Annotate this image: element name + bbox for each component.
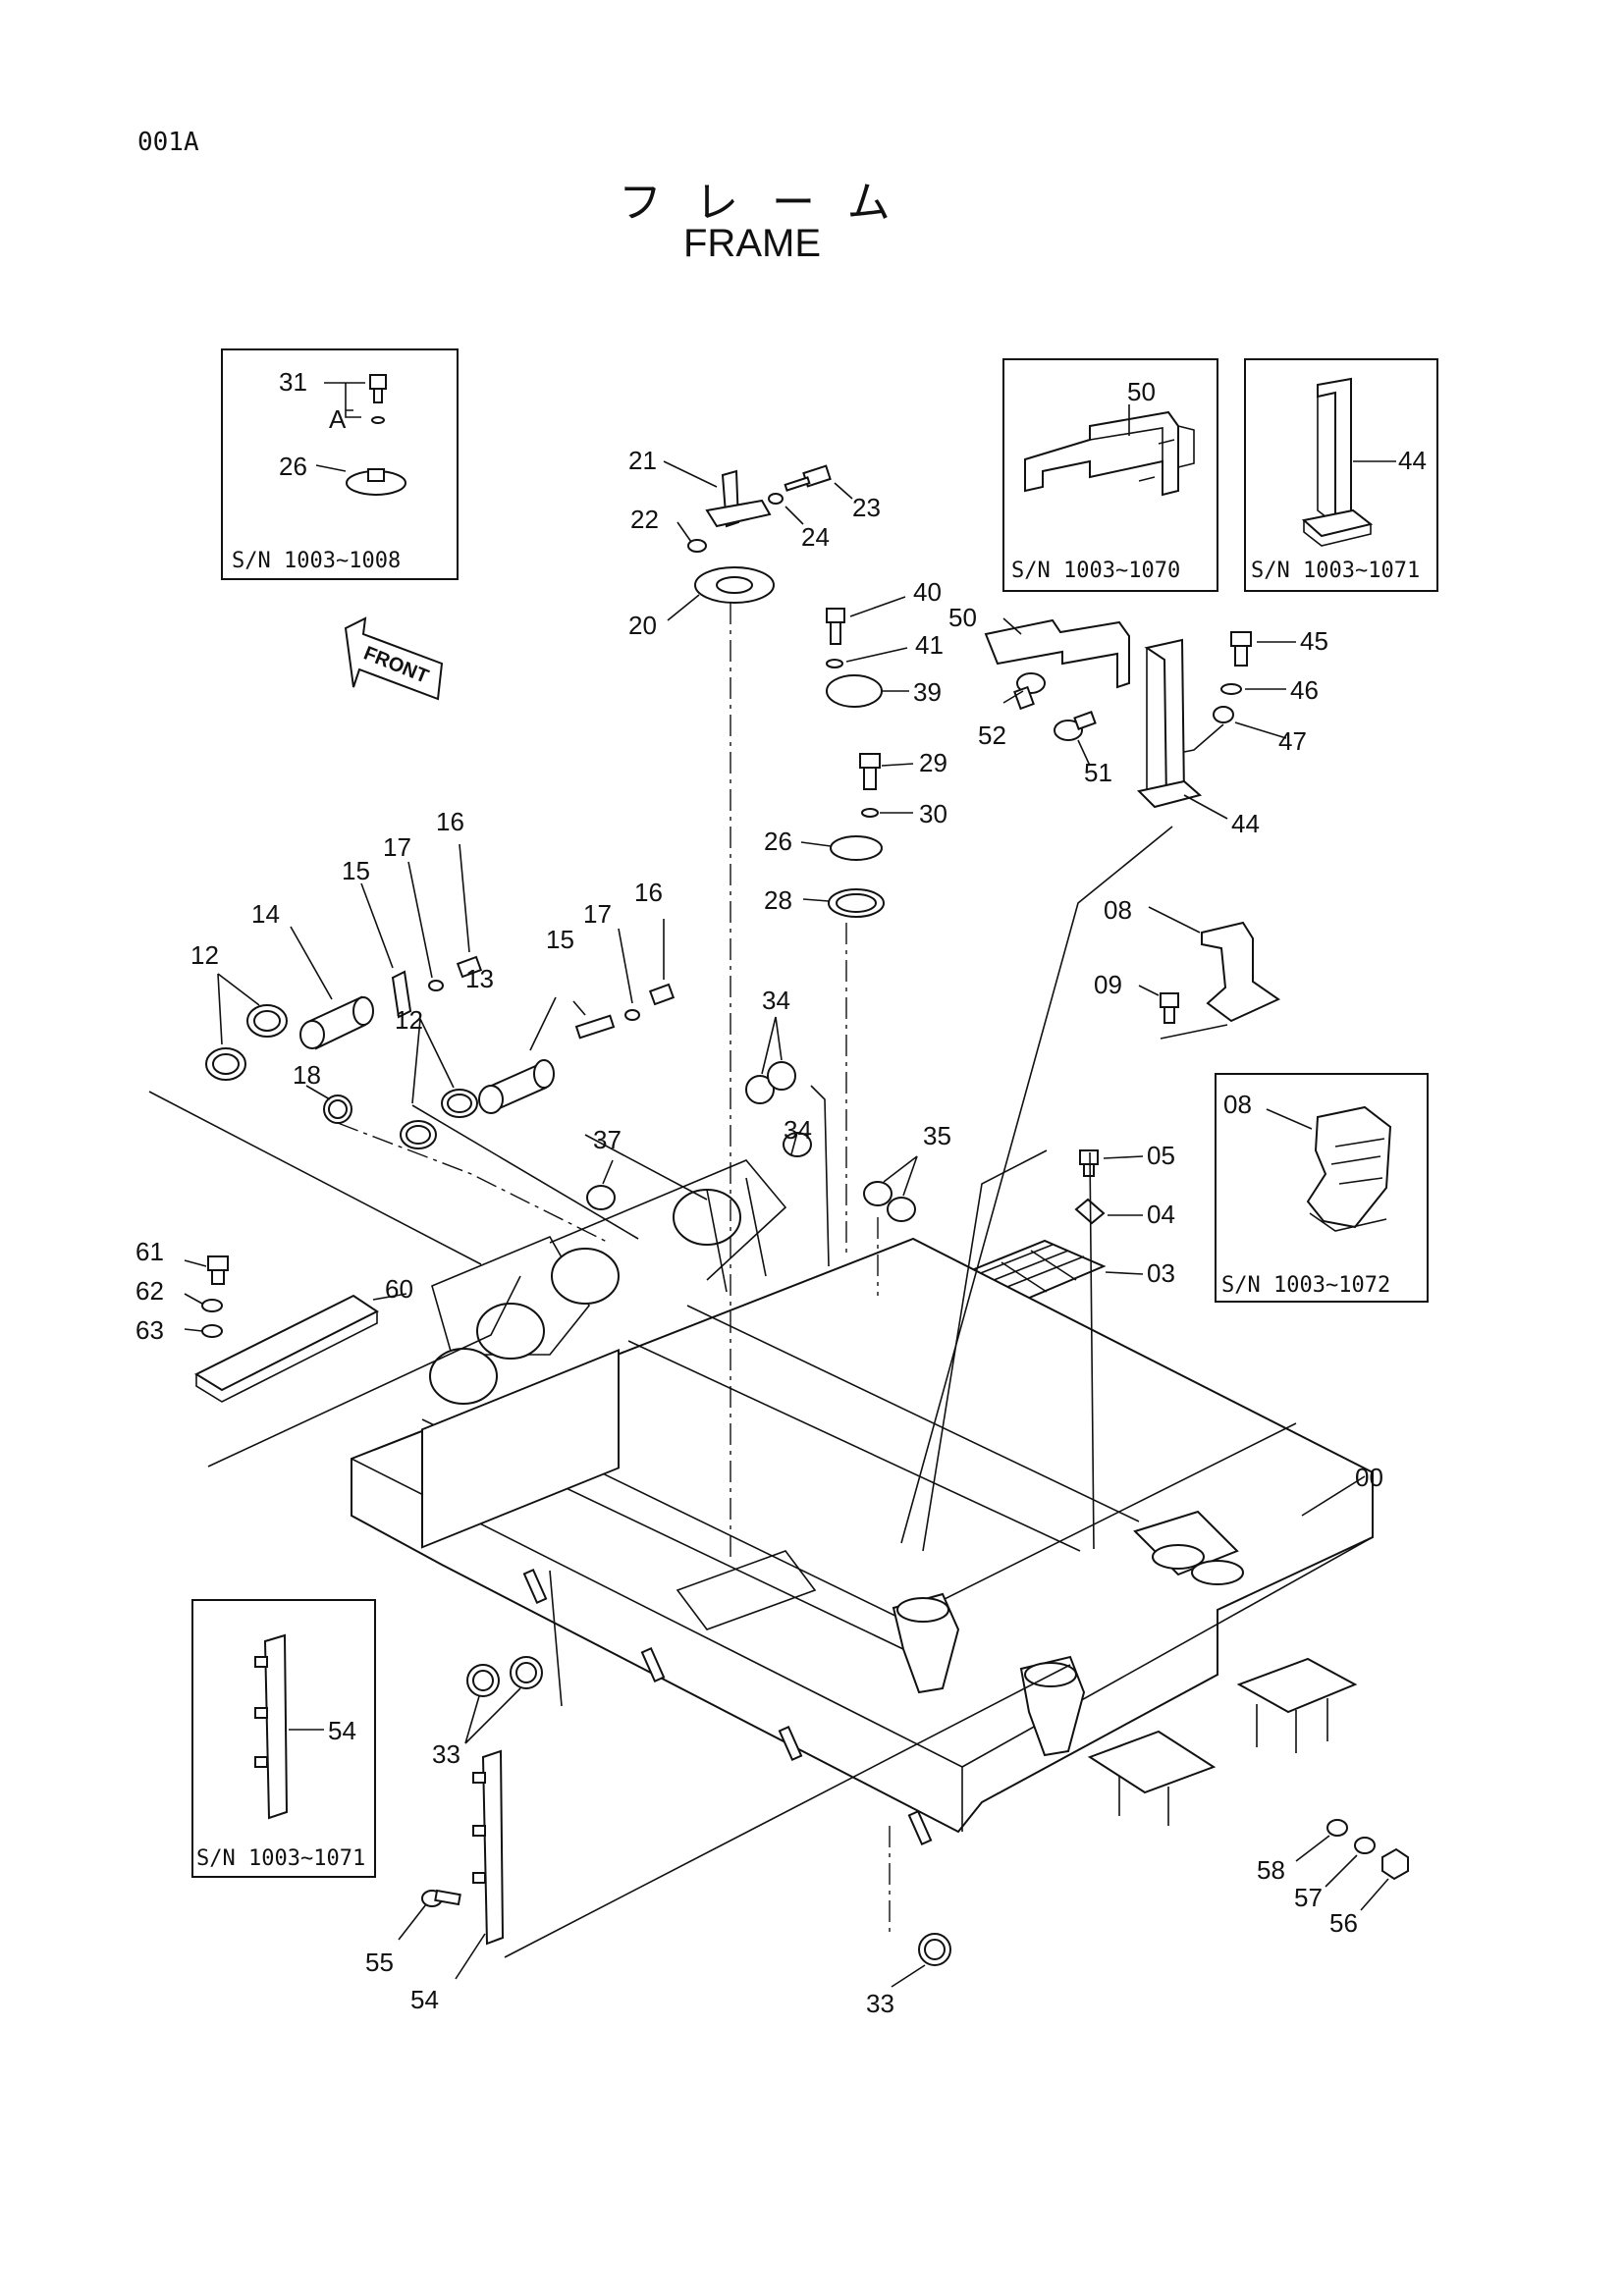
bushings-34-37: 34 34 35 37 bbox=[586, 986, 951, 1222]
callout-44: 44 bbox=[1231, 809, 1260, 838]
callout-50-inset: 50 bbox=[1127, 377, 1156, 406]
callout-37: 37 bbox=[593, 1125, 622, 1154]
callout-54-inset: 54 bbox=[328, 1716, 356, 1745]
callout-50: 50 bbox=[948, 603, 977, 632]
callout-39: 39 bbox=[913, 677, 942, 707]
callout-47: 47 bbox=[1278, 726, 1307, 756]
cover-60-63: 61 62 63 60 bbox=[135, 1237, 413, 1403]
title-english: FRAME bbox=[683, 222, 821, 265]
callout-28: 28 bbox=[764, 885, 792, 915]
title-japanese: フレーム bbox=[619, 178, 924, 228]
callout-33-a: 33 bbox=[432, 1739, 460, 1769]
callout-44-inset: 44 bbox=[1398, 446, 1427, 475]
callout-15-b: 15 bbox=[546, 925, 574, 954]
callout-12-a: 12 bbox=[190, 940, 219, 970]
parts-56-58: 58 57 56 bbox=[1257, 1819, 1409, 1938]
main-frame-00: 00 bbox=[351, 1159, 1383, 1845]
callout-54: 54 bbox=[410, 1985, 439, 2014]
callout-40: 40 bbox=[913, 577, 942, 607]
inset-box-26-31: 31 A 26 S/N 1003~1008 bbox=[221, 348, 459, 580]
callout-33-b: 33 bbox=[866, 1989, 894, 2018]
callout-55: 55 bbox=[365, 1948, 394, 1977]
callout-46: 46 bbox=[1290, 675, 1319, 705]
serial-box-54: S/N 1003~1071 bbox=[196, 1846, 365, 1871]
callout-08: 08 bbox=[1104, 895, 1132, 925]
callout-45: 45 bbox=[1300, 626, 1328, 656]
callout-26: 26 bbox=[279, 452, 307, 481]
inset-box-08: 08 S/N 1003~1072 bbox=[1215, 1073, 1429, 1303]
callout-09: 09 bbox=[1094, 970, 1122, 999]
callout-05: 05 bbox=[1147, 1141, 1175, 1170]
parts-44-52: 50 52 51 45 46 47 44 bbox=[948, 603, 1328, 838]
callout-15-a: 15 bbox=[342, 856, 370, 885]
callout-04: 04 bbox=[1147, 1200, 1175, 1229]
callout-00: 00 bbox=[1355, 1463, 1383, 1492]
callout-30: 30 bbox=[919, 799, 947, 828]
callout-41: 41 bbox=[915, 630, 944, 660]
callout-29: 29 bbox=[919, 748, 947, 777]
inset-box-50: 50 S/N 1003~1070 bbox=[1002, 358, 1218, 592]
callout-31: 31 bbox=[279, 367, 307, 397]
pins-12-18: 16 17 15 14 12 16 17 15 13 12 18 bbox=[190, 807, 676, 1149]
inset-a-label: A bbox=[329, 404, 347, 434]
callout-03: 03 bbox=[1147, 1258, 1175, 1288]
callout-08-inset: 08 bbox=[1223, 1090, 1252, 1119]
callout-16-a: 16 bbox=[436, 807, 464, 836]
front-arrow: FRONT bbox=[344, 616, 444, 701]
callout-13: 13 bbox=[465, 964, 494, 993]
callout-58: 58 bbox=[1257, 1855, 1285, 1885]
callout-60: 60 bbox=[385, 1274, 413, 1304]
callout-17-a: 17 bbox=[383, 832, 411, 862]
serial-box-26-31: S/N 1003~1008 bbox=[232, 549, 401, 573]
page-code: 001A bbox=[137, 128, 199, 157]
callout-16-b: 16 bbox=[634, 878, 663, 907]
callout-62: 62 bbox=[135, 1276, 164, 1306]
serial-box-08: S/N 1003~1072 bbox=[1221, 1273, 1390, 1298]
serial-box-44: S/N 1003~1071 bbox=[1251, 559, 1420, 583]
parts-20-24: 21 22 24 23 20 bbox=[628, 446, 881, 640]
callout-35: 35 bbox=[923, 1121, 951, 1150]
callout-24: 24 bbox=[801, 522, 830, 552]
serial-box-50: S/N 1003~1070 bbox=[1011, 559, 1180, 583]
callout-18: 18 bbox=[293, 1060, 321, 1090]
callout-34-b: 34 bbox=[784, 1115, 812, 1145]
rear-parts-33-55: 33 55 54 33 bbox=[365, 1656, 951, 2018]
inset-box-54: 54 S/N 1003~1071 bbox=[191, 1599, 376, 1878]
callout-57: 57 bbox=[1294, 1883, 1323, 1912]
inset-box-44: 44 S/N 1003~1071 bbox=[1244, 358, 1438, 592]
callout-56: 56 bbox=[1329, 1908, 1358, 1938]
parts-26-41: 40 41 39 29 30 26 28 bbox=[764, 577, 947, 918]
callout-22: 22 bbox=[630, 505, 659, 534]
callout-17-b: 17 bbox=[583, 899, 612, 929]
callout-12-b: 12 bbox=[395, 1005, 423, 1035]
callout-26-main: 26 bbox=[764, 827, 792, 856]
callout-20: 20 bbox=[628, 611, 657, 640]
callout-34-a: 34 bbox=[762, 986, 790, 1015]
callout-23: 23 bbox=[852, 493, 881, 522]
callout-14: 14 bbox=[251, 899, 280, 929]
callout-52: 52 bbox=[978, 721, 1006, 750]
callout-51: 51 bbox=[1084, 758, 1112, 787]
callout-61: 61 bbox=[135, 1237, 164, 1266]
callout-21: 21 bbox=[628, 446, 657, 475]
assembly-lines bbox=[148, 603, 1173, 1958]
callout-63: 63 bbox=[135, 1315, 164, 1345]
step-08-09: 08 09 bbox=[1094, 895, 1281, 1040]
